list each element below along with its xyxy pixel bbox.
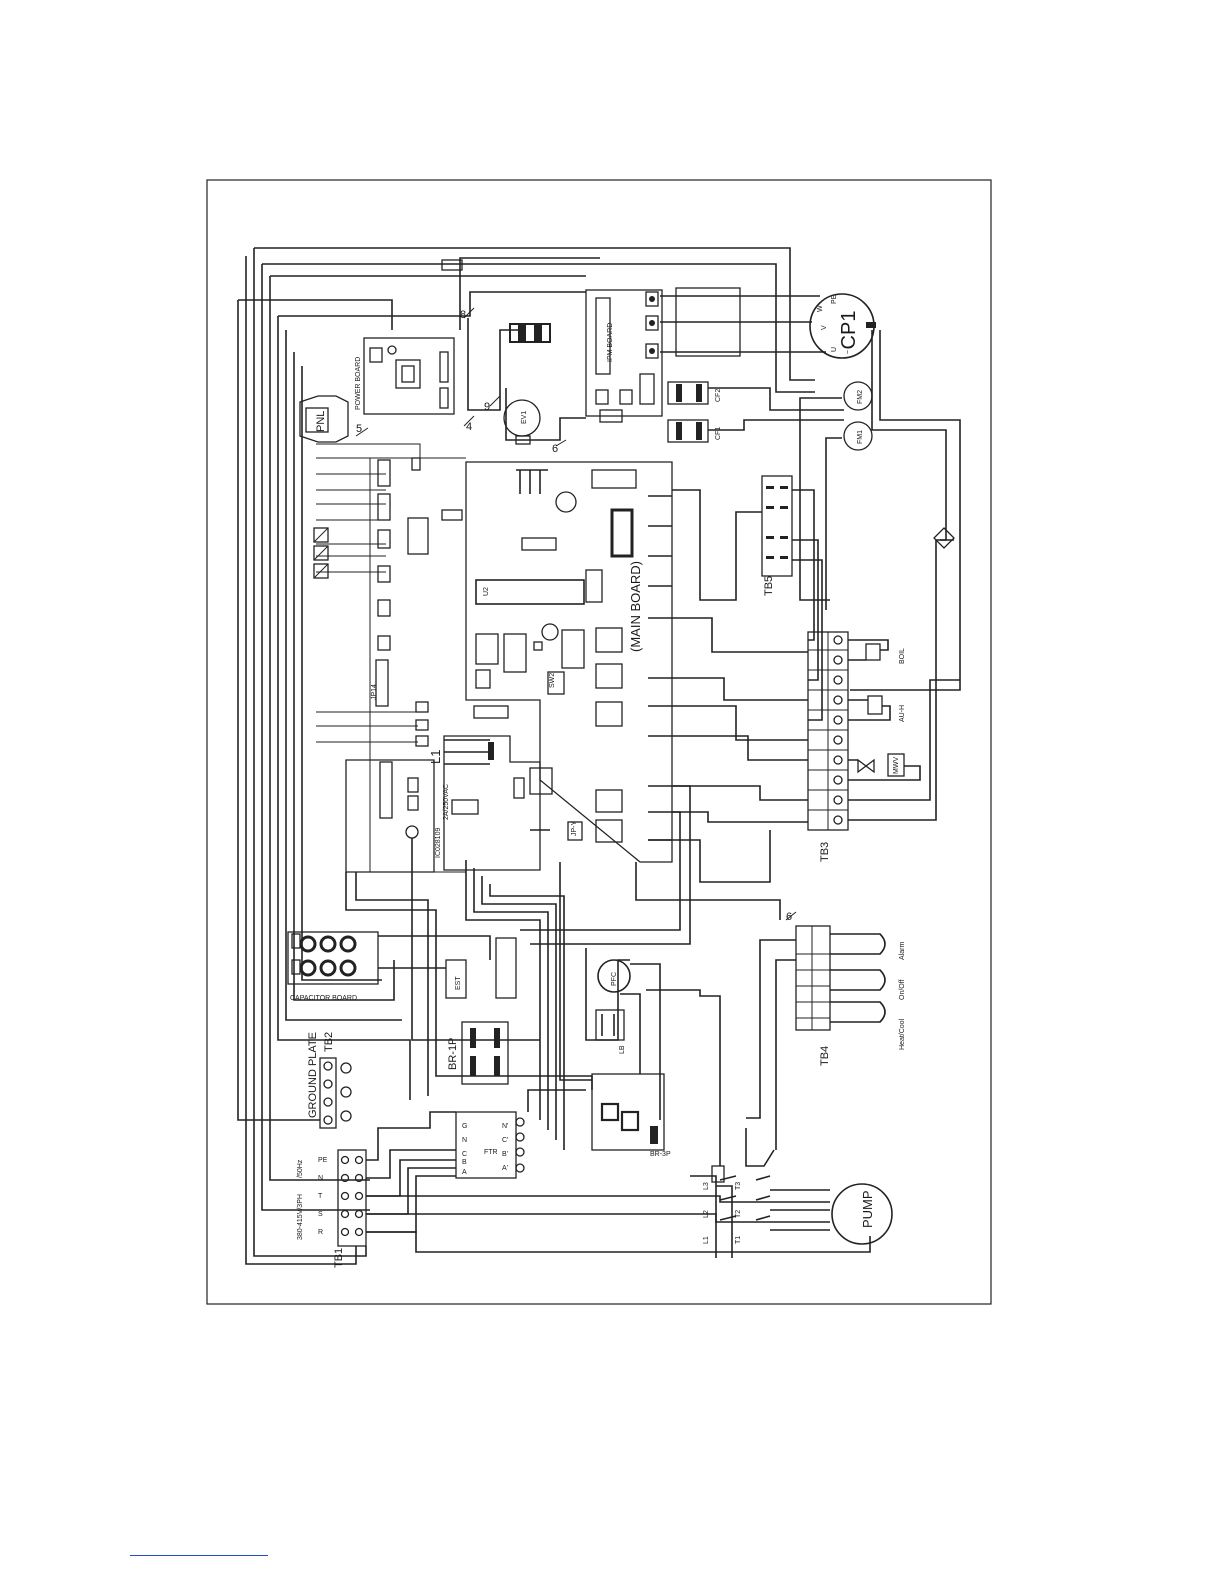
svg-text:T3: T3 [735,1182,742,1190]
svg-text:CF2: CF2 [715,389,722,402]
svg-text:PE: PE [831,294,838,304]
terminal-tb3: TB3 BOIL AU-H MWV [648,539,960,883]
svg-text:N': N' [502,1123,508,1130]
filter-board: L1 2A/250VAC IC028109 [345,735,541,873]
svg-text:L1: L1 [428,750,443,764]
svg-text:G: G [462,1123,467,1130]
svg-text:L1: L1 [703,1236,710,1244]
filter-ftr: G N C B A FTR N' C' B' A' [455,1111,525,1179]
svg-text:T2: T2 [735,1210,742,1218]
main-board: U2 (MAIN BOARD) SW2 JP-Y [465,461,673,863]
compressor-cp1: CP1 U V W PE ~ [660,287,961,691]
capacitor-board-label: CAPACITOR BOARD [290,995,357,1002]
terminal-tb5: TB5 [672,475,823,721]
terminal-tb1: PE N T S R 380-415V/3PH /50Hz TB1 [297,1111,871,1268]
cp1-label: CP1 [838,311,860,350]
svg-text:R: R [318,1229,323,1236]
svg-text:380-415V/3PH: 380-415V/3PH [297,1194,304,1240]
svg-text:N: N [462,1137,467,1144]
svg-text:S: S [318,1211,323,1218]
svg-text:JP14: JP14 [371,684,378,700]
footer-rule [130,1555,268,1556]
svg-text:FTR: FTR [484,1149,498,1156]
capacitor-board: CAPACITOR BOARD [287,931,379,1002]
expansion-valve-ev1: EV1 [503,399,541,445]
svg-text:A: A [462,1169,467,1176]
svg-text:Alarm: Alarm [899,942,906,960]
svg-text:EV1: EV1 [521,411,528,424]
ground-plate-tb2: GROUND PLATE TB2 [307,1032,352,1129]
svg-text:IC028109: IC028109 [435,828,442,858]
svg-text:FM2: FM2 [857,390,864,404]
svg-text:2A/250VAC: 2A/250VAC [443,784,450,820]
panel-pnl: PNL [299,395,349,443]
svg-text:N: N [318,1175,323,1182]
svg-text:6: 6 [786,911,792,923]
svg-text:BOIL: BOIL [899,648,906,664]
ipm-board-label: IPM BOARD [607,323,614,362]
fan-motors: FM2 FM1 CF2 CF1 [667,381,873,610]
svg-text:AU-H: AU-H [899,705,906,722]
svg-text:BR-3P: BR-3P [650,1151,671,1158]
svg-text:T1: T1 [735,1236,742,1244]
svg-text:V: V [821,325,828,330]
svg-text:PUMP: PUMP [860,1190,875,1228]
svg-text:/50Hz: /50Hz [297,1159,304,1178]
svg-text:4: 4 [466,421,472,433]
svg-text:EST: EST [455,976,462,990]
svg-text:SW2: SW2 [549,673,556,688]
svg-text:Heat/Cool: Heat/Cool [899,1018,906,1050]
svg-text:TB3: TB3 [819,842,831,862]
ipm-board: IPM BOARD [585,289,663,423]
diagram-frame [206,179,992,1305]
svg-text:L3: L3 [703,1182,710,1190]
lower-wires [345,785,781,1166]
wire-numbers: 5 4 9 8 6 6 [355,307,797,923]
svg-text:U: U [831,347,838,352]
svg-text:L2: L2 [703,1210,710,1218]
harness-wires [237,247,815,1265]
pump-contactor: L3 L2 L1 T3 T2 T1 PUMP [690,1128,893,1258]
svg-text:B': B' [502,1151,508,1158]
terminal-tb4: TB4 Alarm On/Off Heat/Cool [746,925,906,1150]
power-board-label: POWER BOARD [355,357,362,410]
svg-text:LB: LB [619,1045,626,1054]
svg-text:On/Off: On/Off [899,979,906,1000]
svg-text:CF1: CF1 [715,427,722,440]
svg-text:GROUND PLATE: GROUND PLATE [307,1032,319,1118]
svg-text:TB1: TB1 [333,1248,345,1268]
svg-text:B: B [462,1159,467,1166]
svg-text:A': A' [502,1165,508,1172]
svg-text:~: ~ [845,350,852,354]
svg-text:MWV: MWV [893,757,900,774]
power-board: POWER BOARD [355,337,455,415]
flow-sensor [933,527,955,549]
svg-text:PE: PE [318,1157,328,1164]
svg-text:FM1: FM1 [857,430,864,444]
svg-text:5: 5 [356,423,362,435]
main-board-label: (MAIN BOARD) [628,561,643,652]
svg-text:W: W [817,305,824,312]
svg-text:TB2: TB2 [323,1032,335,1052]
svg-text:9: 9 [484,401,490,413]
svg-text:8: 8 [460,309,466,321]
svg-text:TB5: TB5 [763,576,775,596]
pnl-label: PNL [315,411,327,432]
svg-text:C': C' [502,1137,508,1144]
power-components: EST PFC LB BR-1P BR-3P [445,937,671,1158]
svg-text:BR-1P: BR-1P [447,1038,459,1070]
svg-text:JP-Y: JP-Y [571,821,578,837]
sensor-connectors: JP14 [313,259,466,873]
svg-text:PFC: PFC [611,972,618,986]
reactor [509,323,551,343]
svg-text:TB4: TB4 [819,1046,831,1066]
svg-text:6: 6 [552,443,558,455]
svg-text:C: C [462,1151,467,1158]
svg-text:U2: U2 [483,587,490,596]
svg-text:T: T [318,1193,323,1200]
